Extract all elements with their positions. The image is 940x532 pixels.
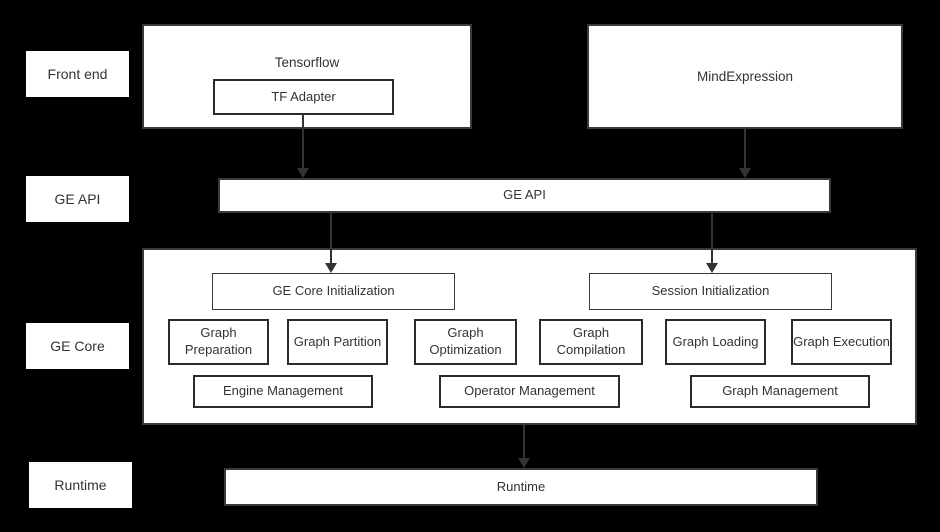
side-label-ge-api: GE API xyxy=(26,176,129,222)
arrow-ge-core-to-runtime xyxy=(518,425,530,468)
graph-preparation-box: Graph Preparation xyxy=(168,319,269,365)
side-label-ge-core: GE Core xyxy=(26,323,129,369)
session-initialization-box: Session Initialization xyxy=(589,273,832,310)
arrow-tf-adapter-to-ge-api xyxy=(297,115,309,178)
graph-loading-box: Graph Loading xyxy=(665,319,766,365)
graph-management-box: Graph Management xyxy=(690,375,870,408)
mindexpression-box: MindExpression xyxy=(587,24,903,129)
side-label-front-end: Front end xyxy=(26,51,129,97)
arrow-ge-api-to-session-initialization xyxy=(706,213,718,273)
tensorflow-label: Tensorflow xyxy=(274,55,340,70)
operator-management-box: Operator Management xyxy=(439,375,620,408)
engine-management-box: Engine Management xyxy=(193,375,373,408)
ge-api-bar: GE API xyxy=(218,178,831,213)
arrow-ge-api-to-ge-core-initialization xyxy=(325,213,337,273)
side-label-runtime: Runtime xyxy=(29,462,132,508)
graph-optimization-box: Graph Optimization xyxy=(414,319,517,365)
tf-adapter-box: TF Adapter xyxy=(213,79,394,115)
ge-core-initialization-box: GE Core Initialization xyxy=(212,273,455,310)
runtime-bar: Runtime xyxy=(224,468,818,506)
graph-partition-box: Graph Partition xyxy=(287,319,388,365)
graph-compilation-box: Graph Compilation xyxy=(539,319,643,365)
arrow-mindexpression-to-ge-api xyxy=(739,129,751,178)
graph-execution-box: Graph Execution xyxy=(791,319,892,365)
